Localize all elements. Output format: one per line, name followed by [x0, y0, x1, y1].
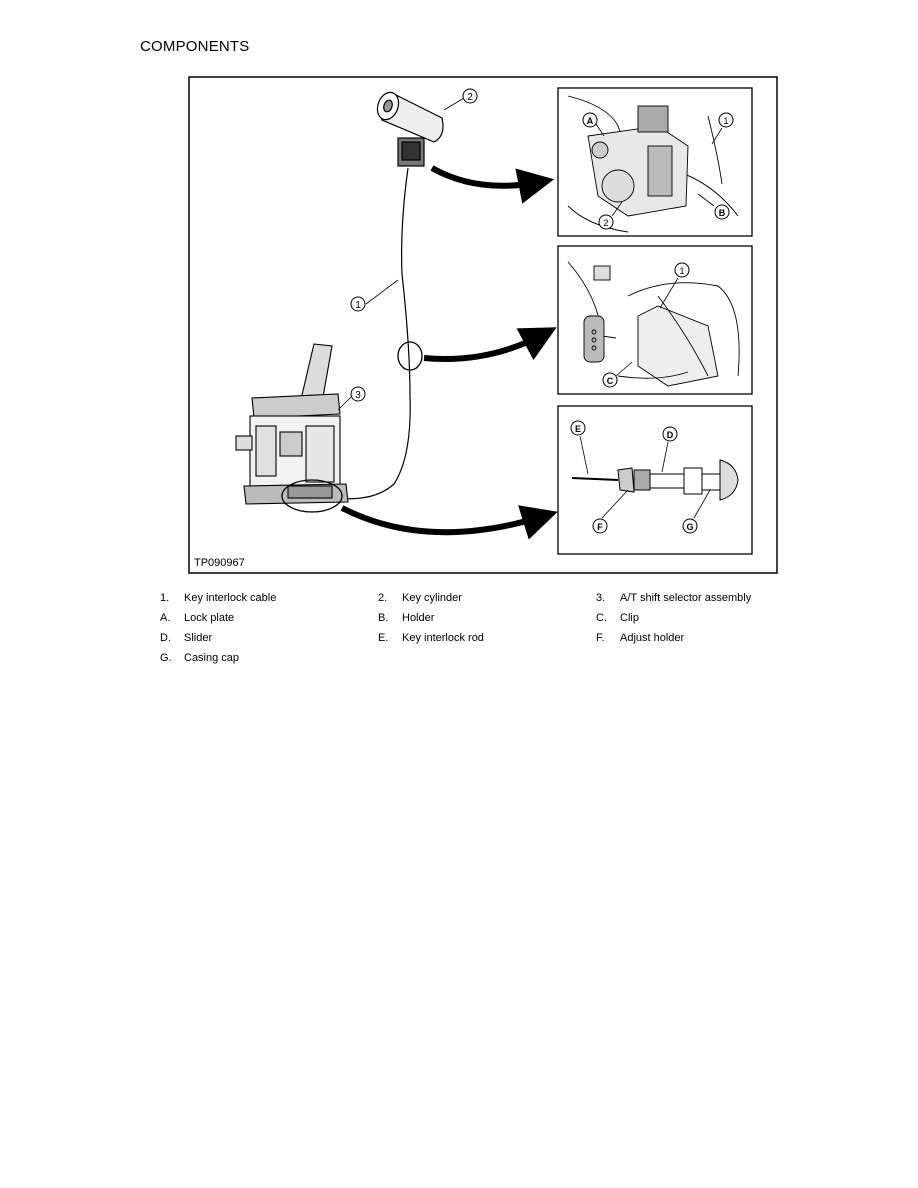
legend-item-number: D.	[160, 632, 171, 644]
legend-item: G. Casing cap	[160, 652, 239, 664]
legend-item: 2. Key cylinder	[378, 592, 462, 604]
detail-panel-2	[557, 245, 753, 395]
callout-label: A	[587, 116, 594, 126]
callout-label: D	[667, 430, 674, 440]
legend-item-number: 1.	[160, 592, 170, 604]
arrow-to-panel-3	[340, 505, 558, 540]
legend-item-number: F.	[596, 632, 605, 644]
callout-label: 3	[355, 390, 361, 401]
callout-label: 1	[679, 266, 684, 276]
legend-item: E. Key interlock rod	[378, 632, 484, 644]
arrow-to-panel-2	[423, 327, 557, 362]
arrow-to-panel-1	[430, 165, 555, 204]
page-title: COMPONENTS	[140, 38, 250, 55]
callout-label: E	[575, 424, 581, 434]
legend-item: A. Lock plate	[160, 612, 234, 624]
callout-label: 1	[723, 116, 728, 126]
callout-panel1-2: 2	[598, 201, 623, 230]
key-cylinder-drawing	[376, 91, 444, 167]
callout-panel1-1: 1	[711, 112, 734, 145]
legend-item-number: C.	[596, 612, 607, 624]
legend-item-label: Key interlock cable	[184, 592, 277, 604]
legend-item-label: A/T shift selector assembly	[620, 592, 752, 604]
shift-selector-drawing	[235, 343, 349, 505]
legend-item: B. Holder	[378, 612, 434, 624]
callout-panel1-b: B	[697, 193, 730, 220]
legend-row: 1. Key interlock cable 2. Key cylinder 3. A/T…	[160, 592, 820, 612]
callout-panel2-c: C	[602, 361, 633, 388]
callout-panel3-e: E	[570, 420, 589, 475]
callout-label: C	[607, 376, 614, 386]
callout-panel1-a: A	[582, 112, 605, 137]
callout-label: G	[686, 522, 693, 532]
callout-panel3-g: G	[682, 489, 711, 534]
legend-item-label: Clip	[620, 612, 639, 624]
key-interlock-cable	[335, 167, 411, 500]
legend-item-number: E.	[378, 632, 389, 644]
legend-item: 3. A/T shift selector assembly	[596, 592, 751, 604]
legend-item-label: Key interlock rod	[402, 632, 484, 644]
callout-cable: 1	[350, 279, 399, 312]
components-illustration: 1 2 3 A 1 2 B 1 C	[188, 76, 778, 574]
detail-panel-3	[557, 405, 753, 555]
callout-label: 2	[467, 92, 473, 103]
legend-item: D. Slider	[160, 632, 212, 644]
legend-item-number: A.	[160, 612, 171, 624]
callout-label: 2	[603, 218, 608, 228]
legend-item-label: Key cylinder	[402, 592, 462, 604]
legend-row: D. Slider E. Key interlock rod F. Adjust hold…	[160, 632, 820, 652]
callout-panel3-d: D	[661, 426, 678, 473]
callout-key-cylinder: 2	[443, 88, 478, 111]
legend-item-number: 2.	[378, 592, 388, 604]
callout-label: B	[719, 208, 726, 218]
callout-selector: 3	[337, 386, 366, 411]
legend-row: A. Lock plate B. Holder C. Clip	[160, 612, 820, 632]
legend-item-label: Holder	[402, 612, 435, 624]
callout-label: F	[597, 522, 603, 532]
legend-item-label: Lock plate	[184, 612, 235, 624]
legend-item-label: Slider	[184, 632, 213, 644]
legend-item-label: Adjust holder	[620, 632, 685, 644]
legend-item-number: 3.	[596, 592, 606, 604]
legend-row: G. Casing cap	[160, 652, 820, 672]
legend: 1. Key interlock cable 2. Key cylinder 3. A/T…	[160, 592, 820, 672]
legend-item: C. Clip	[596, 612, 639, 624]
callout-panel2-1: 1	[659, 262, 690, 309]
selector-detail-circle	[281, 479, 343, 513]
legend-item: F. Adjust holder	[596, 632, 684, 644]
legend-item: 1. Key interlock cable	[160, 592, 276, 604]
legend-item-label: Casing cap	[184, 652, 240, 664]
callout-panel3-f: F	[592, 489, 629, 534]
cable-detail-circle	[397, 341, 423, 371]
figure-code: TP090967	[194, 557, 245, 569]
callout-label: 1	[355, 300, 361, 311]
legend-item-number: B.	[378, 612, 389, 624]
legend-item-number: G.	[160, 652, 172, 664]
